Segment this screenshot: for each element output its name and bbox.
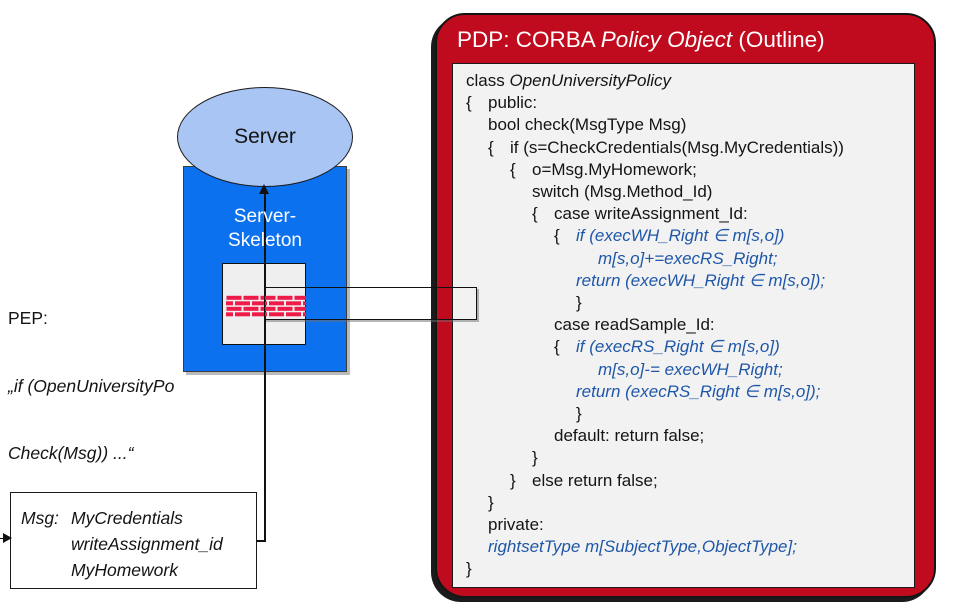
policy-code-box: class OpenUniversityPolicy {public: bool… (452, 63, 915, 588)
code-line: switch (Msg.Method_Id) (532, 182, 713, 202)
code-line: m[s,o]-= execWH_Right; (598, 359, 783, 379)
code-line: return (execRS_Right ∈ m[s,o]); (576, 381, 821, 401)
code-line: {case writeAssignment_Id: (532, 204, 748, 224)
up-arrowhead-icon (258, 184, 269, 194)
code-line: {if (execWH_Right ∈ m[s,o]) (554, 226, 785, 246)
code-line: } (576, 293, 582, 313)
msg-line: MyHomework (71, 560, 178, 580)
code-line: } (488, 492, 494, 512)
firewall-bricks-icon (226, 295, 306, 317)
policy-call-rect (264, 287, 477, 320)
server-skeleton-label: Server- Skeleton (228, 206, 302, 251)
right-arrowhead-icon (3, 533, 12, 543)
code-line: bool check(MsgType Msg) (488, 115, 687, 135)
code-line: {if (s=CheckCredentials(Msg.MyCredential… (488, 137, 844, 157)
code-line: {public: (466, 93, 538, 113)
code-line: } (576, 404, 582, 424)
code-line: m[s,o]+=execRS_Right; (598, 248, 778, 268)
connector-line (264, 193, 266, 542)
code-line: {o=Msg.MyHomework; (510, 159, 697, 179)
msg-box: Msg:MyCredentials writeAssignment_id MyH… (10, 492, 257, 589)
msg-line: Msg:MyCredentials (21, 505, 256, 531)
server-label: Server (234, 125, 296, 148)
code-line: }else return false; (510, 470, 658, 490)
code-line: case readSample_Id: (554, 315, 715, 335)
code-line: rightsetType m[SubjectType,ObjectType]; (488, 537, 797, 557)
code-line: return (execWH_Right ∈ m[s,o]); (576, 270, 826, 290)
pep-label: PEP: „if (OpenUniversityPolicy. Check(Ms… (8, 262, 203, 487)
code-line: class OpenUniversityPolicy (466, 71, 672, 90)
connector-jog-line (257, 540, 265, 542)
code-line: {if (execRS_Right ∈ m[s,o]) (554, 337, 780, 357)
code-line: } (466, 559, 472, 579)
server-ellipse: Server (177, 87, 353, 187)
msg-label: Msg: (21, 508, 59, 528)
pdp-title: PDP: CORBA Policy Object (Outline) (457, 27, 825, 52)
pep-label-line2: „if (OpenUniversityPolicy. (8, 375, 204, 396)
code-line: } (532, 448, 538, 468)
msg-line: writeAssignment_id (71, 534, 223, 554)
code-line: private: (488, 515, 544, 535)
code-line: default: return false; (554, 426, 705, 446)
pep-label-line3: Check(Msg)) ...“ (8, 443, 134, 463)
pep-label-line1: PEP: (8, 308, 48, 328)
